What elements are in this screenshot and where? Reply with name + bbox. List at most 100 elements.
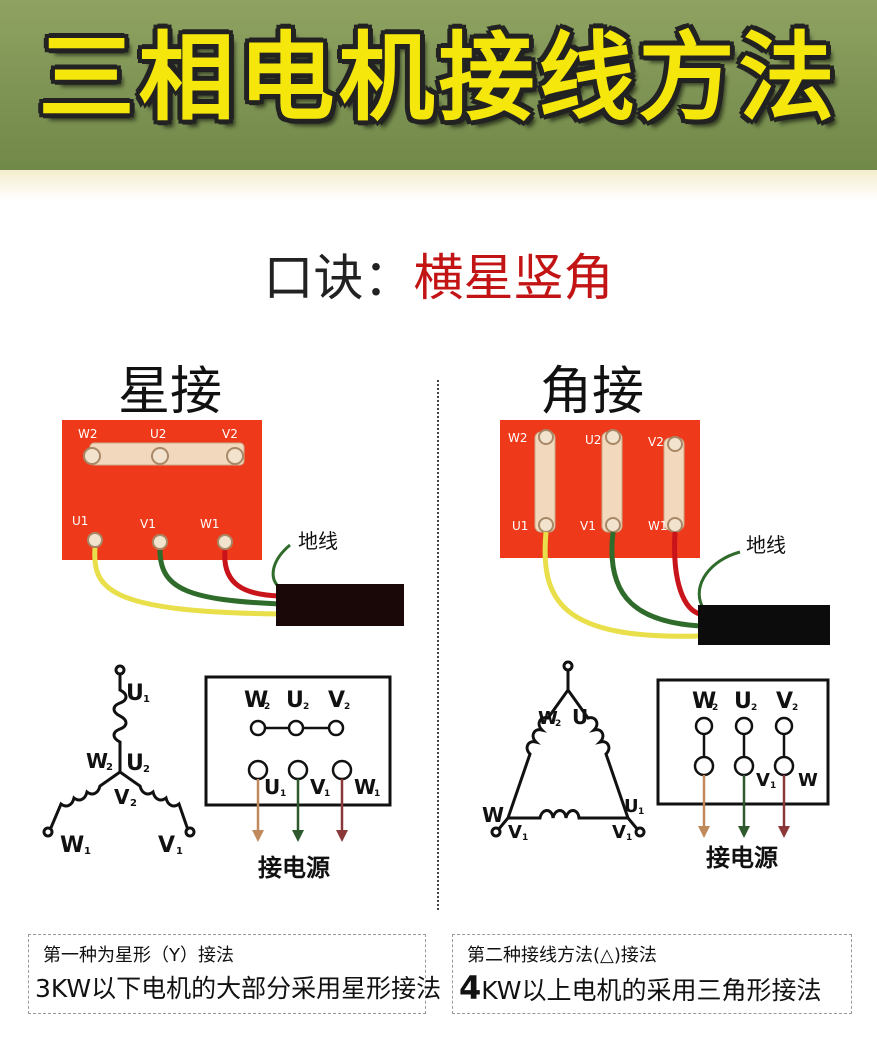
delta-power-label: 接电源 <box>706 844 778 872</box>
star-label-v2: V2 <box>222 427 238 441</box>
delta-label-u2: U2 <box>585 433 601 447</box>
delta-wire-red <box>672 531 701 617</box>
star-box-top-u2 <box>287 719 305 737</box>
star-arrowhead-w <box>336 830 348 842</box>
star-label-v1: V1 <box>140 517 156 531</box>
delta-label-w2: W2 <box>508 431 528 445</box>
star-ground-wire <box>271 543 291 590</box>
star-bolt-u2 <box>151 447 169 465</box>
star-label-u1: U1 <box>72 514 88 528</box>
star-heading: 星接 <box>118 362 223 422</box>
star-node-w1 <box>42 826 54 838</box>
star-tb-v1-sub: 1 <box>324 789 330 799</box>
delta-coil-bottom <box>508 809 628 820</box>
star-ground-label: 地线 <box>298 529 338 553</box>
delta-coil-right <box>566 689 630 819</box>
delta-tb-v1: V <box>756 770 770 791</box>
delta-bolt-u2 <box>605 429 621 445</box>
delta-node-right <box>634 826 646 838</box>
star-coil-w <box>48 770 121 831</box>
star-sch-w2: W <box>86 749 108 773</box>
page-title: 三相电机接线方法 <box>38 22 839 134</box>
star-tb-u2-sub: 2 <box>303 702 309 712</box>
delta-bolt-v1 <box>605 517 621 533</box>
delta-ground-label: 地线 <box>746 533 786 557</box>
delta-sch-top-left-sub: 2 <box>555 719 561 729</box>
delta-wire-green <box>609 531 701 629</box>
delta-note-text: KW以上电机的采用三角形接法 <box>481 976 822 1005</box>
star-tb-u1-sub: 1 <box>280 789 286 799</box>
star-box-bot-w1 <box>331 759 353 781</box>
delta-tb-w2-sub: 2 <box>712 703 718 713</box>
star-wire-yellow <box>92 547 281 617</box>
delta-note-line1: 第二种接线方法(△)接法 <box>467 945 657 966</box>
star-arrowhead-u <box>252 830 264 842</box>
star-label-w1: W1 <box>200 517 220 531</box>
delta-label-u1: U1 <box>512 519 528 533</box>
delta-box-bot-u1 <box>693 755 715 777</box>
motto-text: 横星竖角 <box>413 249 614 307</box>
delta-sch-bottom-left: V <box>508 822 522 843</box>
delta-tb-w1: W <box>798 770 818 791</box>
delta-tb-w2: W <box>692 689 716 714</box>
delta-coil-left <box>506 689 570 819</box>
star-coil-v <box>119 770 190 831</box>
star-bolt-v2 <box>226 447 244 465</box>
star-arrowhead-v <box>292 830 304 842</box>
star-wire-green <box>157 549 281 607</box>
delta-bolt-v2 <box>667 436 683 452</box>
delta-note-lead: 4 <box>459 969 482 1007</box>
star-label-u2: U2 <box>150 427 166 441</box>
star-box-top-v2 <box>327 719 345 737</box>
delta-note: 第二种接线方法(△)接法 4KW以上电机的采用三角形接法 <box>452 934 852 1014</box>
star-node-u1 <box>114 664 126 676</box>
star-bolt-w1 <box>217 534 233 550</box>
delta-schematic <box>490 660 646 838</box>
star-tb-v2: V <box>328 688 345 713</box>
delta-ground-wire <box>697 550 741 607</box>
delta-bolt-u1 <box>538 517 554 533</box>
center-divider <box>437 380 439 910</box>
delta-bolt-w1 <box>667 517 683 533</box>
delta-schematic-labels: W 2 U W V 1 V 1 U 1 <box>482 705 644 843</box>
star-bolt-w2 <box>83 447 101 465</box>
star-sch-u2-sub: 2 <box>143 764 150 775</box>
star-tb-u2: U <box>286 688 304 713</box>
title-banner <box>0 0 877 178</box>
star-sch-u1-sub: 1 <box>143 694 150 705</box>
delta-label-w1: W1 <box>648 519 668 533</box>
delta-tb-v2-sub: 2 <box>792 703 798 713</box>
delta-box-bot-v1 <box>733 755 755 777</box>
delta-label-v2: V2 <box>648 435 664 449</box>
delta-sch-bottom-left-sub: 1 <box>522 833 528 843</box>
delta-terminal-panel: W2 U2 V2 U1 V1 W1 地线 <box>500 420 830 645</box>
star-tb-v1: V <box>310 775 326 799</box>
delta-tb-u2: U <box>734 689 752 714</box>
star-sch-v2-sub: 2 <box>130 798 137 809</box>
star-tb-w1-sub: 1 <box>374 789 380 799</box>
delta-sch-bottom-right: V <box>612 822 626 843</box>
star-cable <box>276 584 404 626</box>
delta-tb-u2-sub: 2 <box>751 703 757 713</box>
star-coil-u <box>112 674 128 772</box>
delta-arrowhead-v <box>738 826 750 838</box>
delta-tb-v1-sub: 1 <box>770 781 776 791</box>
banner-strip <box>0 170 877 200</box>
star-box-bot-v1 <box>287 759 309 781</box>
delta-note-line2: 4KW以上电机的采用三角形接法 <box>459 969 822 1007</box>
star-box-top-w2 <box>249 719 267 737</box>
star-sch-v2: V <box>114 785 130 809</box>
delta-terminal-box: W 2 U 2 V 2 V 1 W 接电源 <box>656 678 830 872</box>
star-note-line1: 第一种为星形（Y）接法 <box>43 945 234 966</box>
delta-box-top-w2 <box>694 716 714 736</box>
star-sch-u1: U <box>126 681 144 706</box>
delta-arrowhead-w <box>778 826 790 838</box>
star-power-label: 接电源 <box>258 854 330 882</box>
delta-arrowhead-u <box>698 826 710 838</box>
star-terminal-panel: W2 U2 V2 U1 V1 W1 地线 <box>62 420 404 626</box>
delta-wire-yellow <box>542 531 701 639</box>
delta-sch-left: W <box>482 803 504 827</box>
star-schematic <box>42 664 196 838</box>
delta-sch-bottom-right-sub: 1 <box>626 833 632 843</box>
